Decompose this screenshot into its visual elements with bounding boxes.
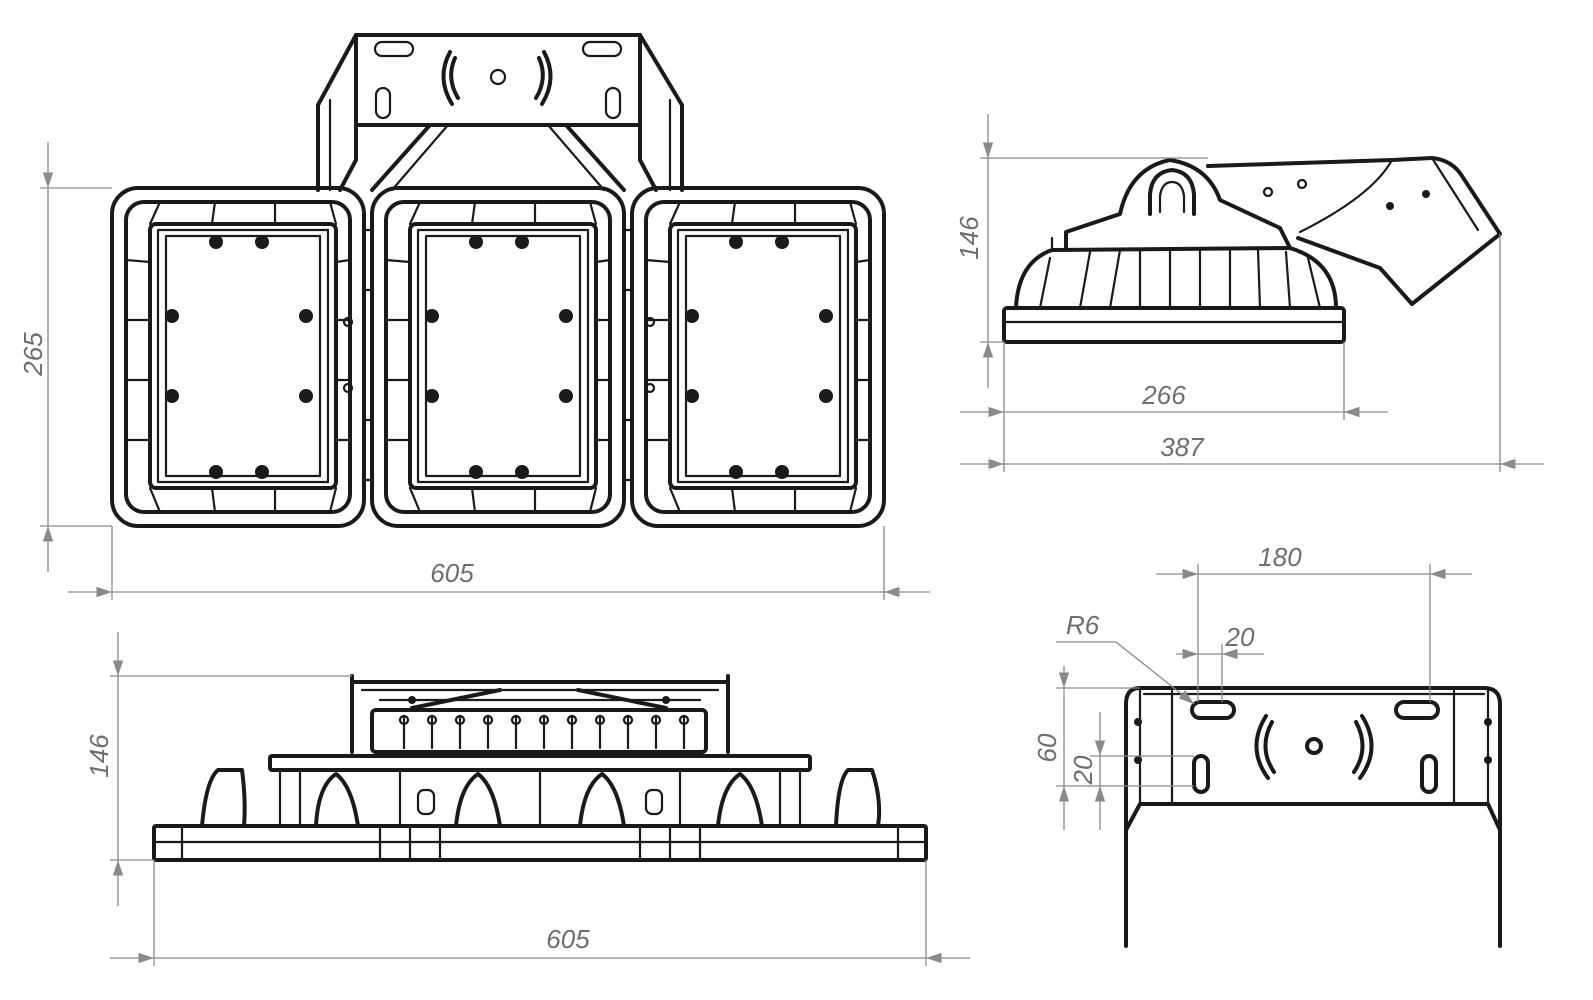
dim-side-total-width: 387 xyxy=(960,234,1544,472)
dim-bracket-slot-length: 20 xyxy=(1176,622,1264,702)
front-view: 265 605 xyxy=(18,33,930,600)
dim-bottom-width: 605 xyxy=(110,860,970,966)
dim-bracket-radius-label: R6 xyxy=(1066,610,1100,640)
front-module-left xyxy=(110,186,366,528)
dim-side-height: 146 xyxy=(954,114,1208,388)
front-bracket xyxy=(316,33,684,192)
front-connector-frame xyxy=(342,228,656,482)
dim-side-base-width: 266 xyxy=(960,342,1388,472)
dim-bottom-height: 146 xyxy=(84,632,352,906)
dim-bracket-slot-length-label: 20 xyxy=(1225,622,1255,652)
dim-front-height-label: 265 xyxy=(18,332,48,377)
bracket-view: 180 20 R6 60 xyxy=(1032,542,1502,948)
dim-side-height-label: 146 xyxy=(954,216,984,260)
dim-bracket-spacing-label: 180 xyxy=(1258,542,1302,572)
dim-bracket-radius: R6 xyxy=(1056,610,1195,705)
dim-bracket-offset: 60 xyxy=(1032,666,1194,830)
dim-bracket-slot-height-label: 20 xyxy=(1068,755,1098,785)
dim-bracket-offset-label: 60 xyxy=(1032,733,1062,762)
dim-front-width-label: 605 xyxy=(430,558,474,588)
dim-bracket-slot-height: 20 xyxy=(1068,712,1194,830)
front-module-center xyxy=(370,186,626,528)
dim-front-width: 605 xyxy=(68,526,930,600)
dim-front-height: 265 xyxy=(18,142,112,572)
dim-side-base-width-label: 266 xyxy=(1141,380,1186,410)
dim-bracket-spacing: 180 xyxy=(1156,542,1472,702)
dim-bottom-height-label: 146 xyxy=(84,734,114,778)
bottom-view: 146 605 xyxy=(84,632,970,966)
dim-bottom-width-label: 605 xyxy=(546,924,590,954)
dim-side-total-width-label: 387 xyxy=(1160,432,1205,462)
side-view: 146 266 387 xyxy=(954,114,1544,472)
front-module-right xyxy=(630,186,886,528)
